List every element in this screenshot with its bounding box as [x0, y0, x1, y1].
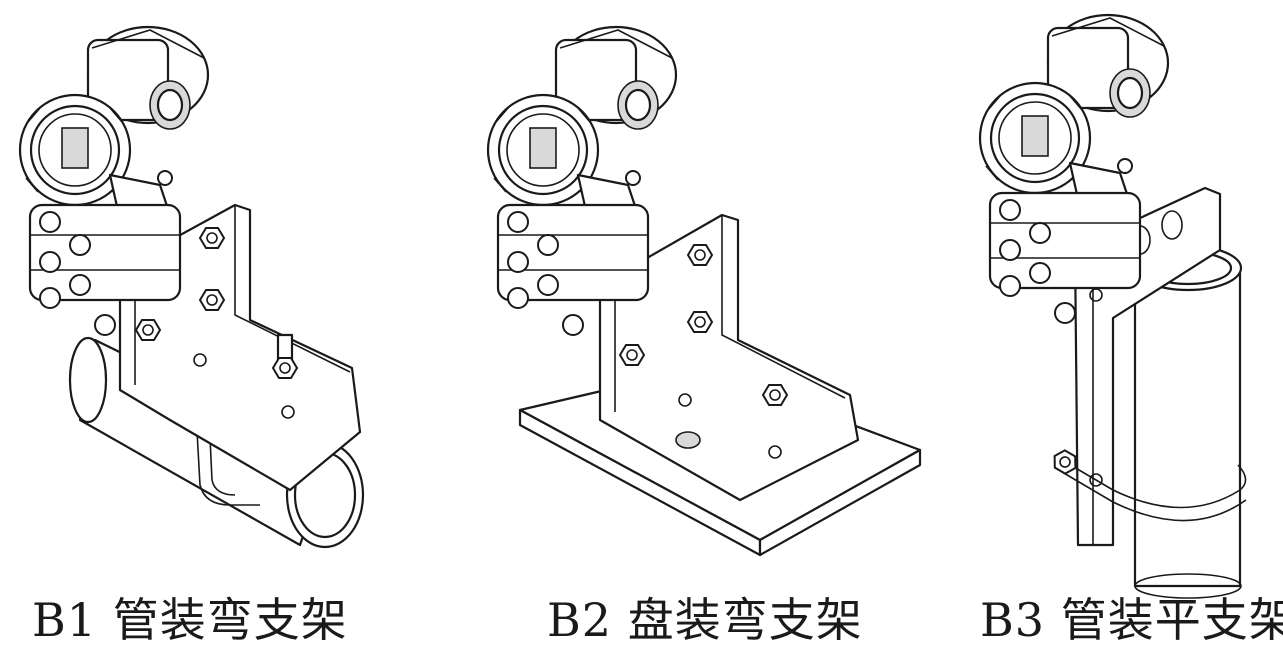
caption-b3: B3 管装平支架	[980, 593, 1283, 647]
caption-b2: B2 盘装弯支架	[547, 593, 863, 647]
figure-b2-panel-mount-bent-bracket	[486, 25, 922, 557]
figure-b3-pipe-mount-flat-bracket	[978, 13, 1247, 599]
figure-b1-pipe-mount-bent-bracket	[18, 25, 365, 549]
caption-b1: B1 管装弯支架	[32, 593, 348, 647]
